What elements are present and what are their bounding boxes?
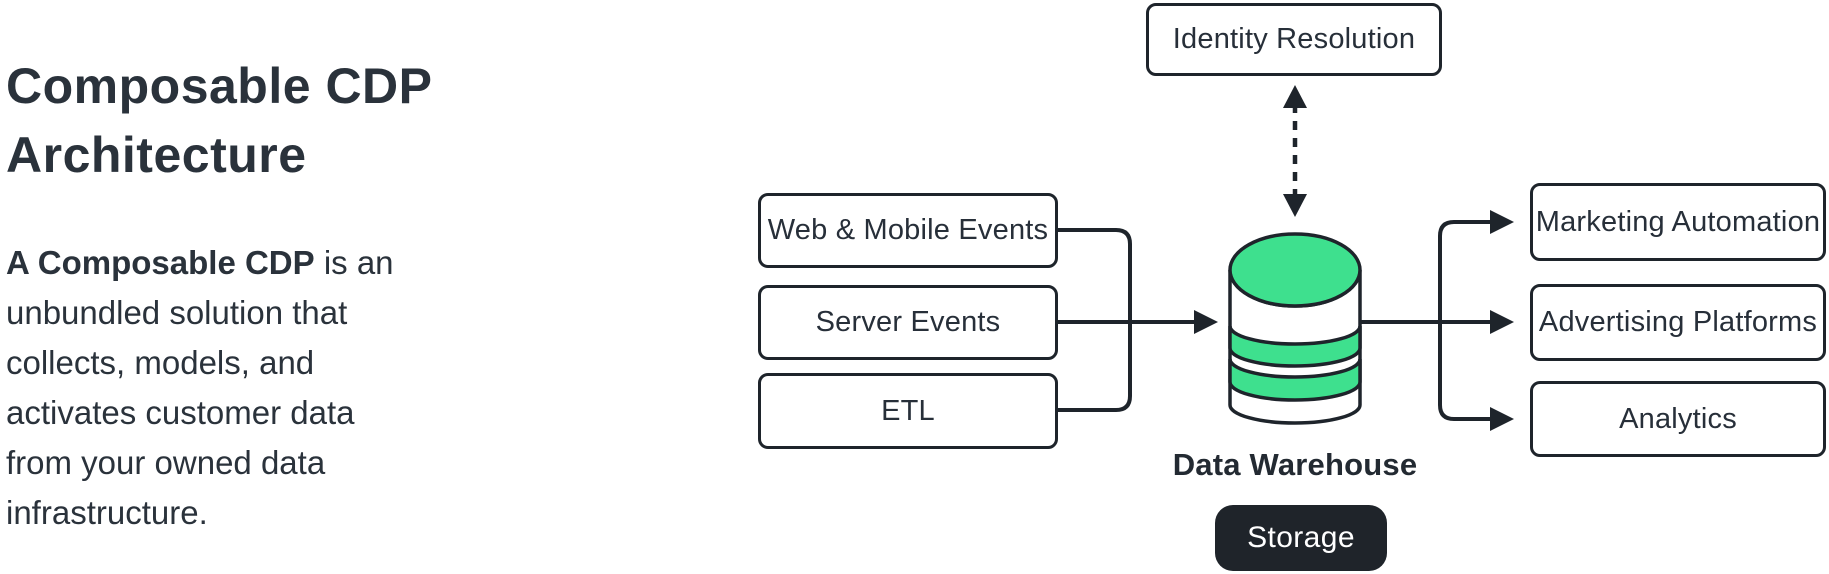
node-marketing-automation: Marketing Automation [1530, 183, 1826, 261]
node-web-mobile-events: Web & Mobile Events [758, 193, 1058, 268]
data-warehouse-icon [1228, 232, 1362, 425]
storage-badge: Storage [1215, 505, 1387, 571]
node-etl: ETL [758, 373, 1058, 449]
page-title: Composable CDP Architecture [6, 58, 433, 183]
intro-description: A Composable CDP is an unbundled solutio… [6, 238, 394, 538]
data-warehouse-label: Data Warehouse [1172, 447, 1418, 482]
node-server-events: Server Events [758, 285, 1058, 360]
intro-description-lead: A Composable CDP [6, 244, 315, 281]
intro-description-rest: is an unbundled solution that collects, … [6, 244, 394, 531]
node-advertising-platforms: Advertising Platforms [1530, 284, 1826, 361]
identity-sync-arrow [1283, 85, 1307, 217]
node-identity-resolution: Identity Resolution [1146, 3, 1442, 76]
source-merge-connector [1058, 228, 1218, 412]
destination-branch-connector [1360, 210, 1514, 431]
node-analytics: Analytics [1530, 381, 1826, 457]
